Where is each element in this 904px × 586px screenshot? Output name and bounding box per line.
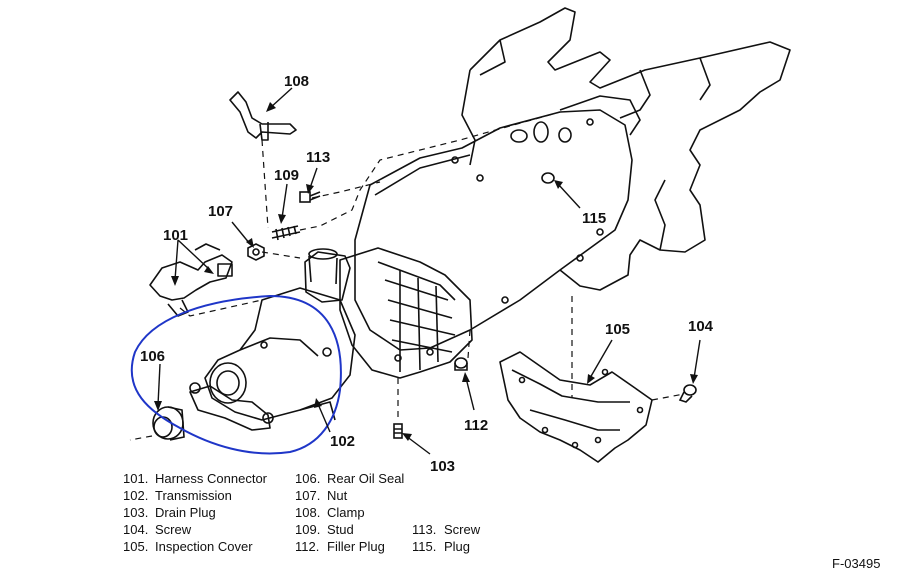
legend-item-name: Screw [444,522,481,537]
screw-104 [678,384,697,403]
legend-item-name: Drain Plug [155,505,216,520]
callout-108: 108 [284,73,309,90]
leader-arrowheads [154,102,698,441]
assembly-dashed-lines [129,111,685,441]
legend-item-number: 112. [295,539,320,554]
legend-item-number: 115. [412,539,437,554]
legend-item-number: 107. [295,488,321,503]
plug-115-hole [541,172,555,184]
callout-102: 102 [330,433,355,450]
shift-tower [304,248,351,303]
callout-112: 112 [464,417,488,434]
callout-101: 101 [163,227,188,244]
filler-plug-112 [454,357,468,371]
legend-item-name: Inspection Cover [155,539,253,554]
drain-plug-103 [393,423,403,439]
clamp-108 [229,91,297,141]
bellhousing [354,109,633,351]
legend-item-name: Stud [327,522,354,537]
leader-lines [157,87,701,455]
legend-item-number: 101. [123,471,149,486]
legend-item-name: Screw [155,522,192,537]
legend-item-number: 108. [295,505,321,520]
rear-oil-seal [152,406,185,441]
callout-104: 104 [688,318,714,335]
stud-109 [271,225,301,241]
highlight-circle [130,294,342,455]
callout-106: 106 [140,348,165,365]
legend-item-number: 109. [295,522,321,537]
callout-115: 115 [582,210,606,227]
legend-item-number: 106. [295,471,321,486]
callout-105: 105 [605,321,630,338]
legend-item-number: 105. [123,539,149,554]
legend-item-name: Transmission [155,488,232,503]
transmission-case [339,247,473,379]
harness-connector-101 [149,243,233,317]
legend-item-name: Clamp [327,505,365,520]
legend-item-number: 104. [123,522,149,537]
legend-item-name: Rear Oil Seal [327,471,405,486]
nut-107 [247,243,265,261]
engine-block-outline [461,7,791,291]
inspection-cover [499,351,653,463]
callout-107: 107 [208,203,233,220]
figure-id: F-03495 [832,556,881,571]
legend-item-number: 102. [123,488,149,503]
legend-item-name: Filler Plug [327,539,385,554]
legend-item-number: 113. [412,522,437,537]
legend-item-name: Plug [444,539,471,554]
callout-103: 103 [430,458,455,475]
legend-item-name: Nut [327,488,348,503]
callout-113: 113 [306,149,330,166]
legend-item-name: Harness Connector [155,471,267,486]
screw-113 [299,191,321,203]
legend-item-number: 103. [123,505,149,520]
callout-109: 109 [274,167,299,184]
extension-housing [189,287,356,431]
